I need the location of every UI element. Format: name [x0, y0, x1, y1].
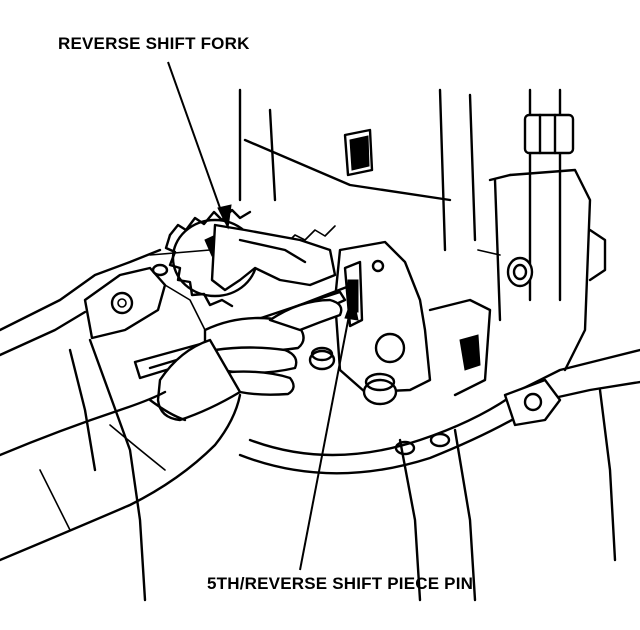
callout-leaders [167, 61, 359, 571]
pin-leader-arrow [344, 294, 359, 321]
reverse-shift-fork [210, 223, 337, 292]
transmission-case [0, 239, 640, 602]
fork-leader-arrow [217, 204, 232, 230]
fork-leader-line [167, 61, 226, 223]
pin-leader-line [299, 299, 353, 571]
hand-and-arm [0, 298, 343, 562]
shift-rod [477, 88, 607, 372]
reverse-shift-fork-label: REVERSE SHIFT FORK [58, 34, 250, 53]
main-shaft-housing [238, 88, 477, 252]
shift-piece-pin-label: 5TH/REVERSE SHIFT PIECE PIN [207, 574, 474, 593]
